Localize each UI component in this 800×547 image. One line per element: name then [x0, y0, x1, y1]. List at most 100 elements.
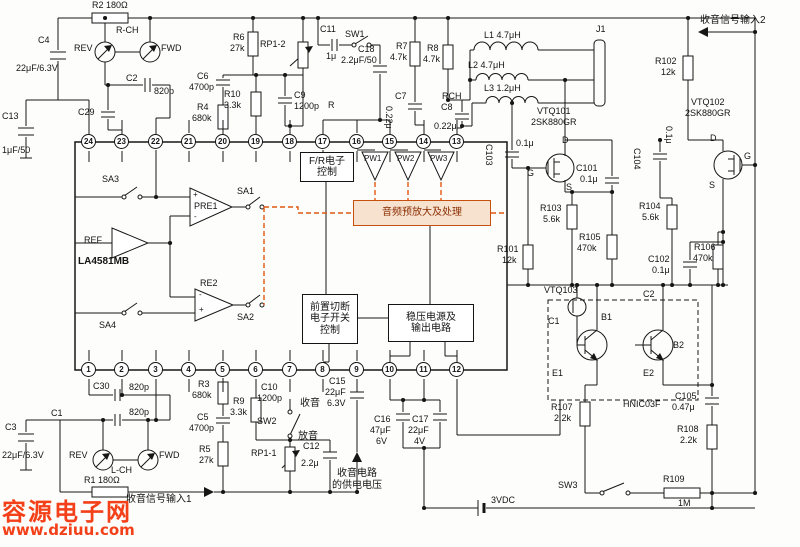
ic-pin-23: 23	[114, 134, 129, 149]
component-label: 的供电电压	[332, 480, 382, 491]
inductor-l2	[475, 73, 529, 81]
component-label: C15	[329, 376, 346, 386]
transistor-vtq103	[567, 297, 587, 317]
component-label: +	[193, 190, 198, 199]
component-label: VTQ102	[691, 97, 725, 107]
component-label: R109	[663, 474, 685, 484]
component-label: 收音信号输入1	[126, 494, 192, 505]
headphone-jack	[593, 39, 606, 107]
function-block: 前置切断 电子开关 控制	[302, 294, 358, 344]
component-label: C103	[484, 144, 494, 166]
motor-rev-top	[94, 41, 116, 63]
component-label: 3VDC	[491, 495, 516, 505]
component-label: 6V	[376, 436, 388, 446]
component-label: R7	[396, 41, 408, 51]
component-label: SW2	[257, 416, 277, 426]
component-label: 4V	[414, 436, 426, 446]
ic-pin-18: 18	[282, 134, 297, 149]
component-label: 2.2μ	[301, 458, 319, 468]
component-label: C7	[395, 91, 407, 101]
component-label: VTQ103	[544, 285, 578, 295]
component-label: 27k	[199, 455, 214, 465]
component-label: 680k	[192, 113, 212, 123]
ic-pin-11: 11	[416, 362, 431, 377]
ic-pin-2: 2	[114, 362, 129, 377]
component-label: R5	[199, 444, 211, 454]
fet-internals	[547, 155, 741, 313]
component-label: R102	[655, 56, 677, 66]
ic-pin-8: 8	[315, 362, 330, 377]
ic-pin-12: 12	[449, 362, 464, 377]
component-label: 820p	[129, 382, 150, 392]
ic-pin-24: 24	[81, 134, 96, 149]
component-label: C29	[78, 107, 95, 117]
component-label: -	[199, 290, 202, 299]
signal-path-highlight	[263, 182, 507, 305]
component-label: R1 180Ω	[84, 475, 120, 485]
component-label: R8	[427, 43, 439, 53]
component-label: R3	[198, 379, 210, 389]
component-label: E1	[552, 368, 564, 378]
component-label: RP1-2	[260, 39, 286, 49]
component-label: 4700p	[189, 423, 215, 433]
component-label: 470k	[693, 253, 713, 263]
motor-rev-bottom	[92, 449, 114, 471]
component-label: 22μF/6.3V	[16, 63, 58, 73]
component-label: 0.1μ	[664, 126, 674, 144]
wire-bottom-left	[18, 378, 561, 508]
component-label: C10	[261, 382, 278, 392]
ic-pin-14: 14	[416, 134, 431, 149]
component-label: 47μF	[370, 425, 391, 435]
watermark-url: www.dziuu.com	[2, 521, 135, 539]
ic-pin-21: 21	[181, 134, 196, 149]
component-label: SA3	[102, 174, 120, 184]
component-label: C12	[303, 441, 320, 451]
component-label: 0.1μ	[580, 174, 598, 184]
component-label: 4.7k	[423, 54, 441, 64]
function-block: 音频预放大及处理	[353, 200, 491, 226]
component-label: 3.3k	[230, 407, 248, 417]
component-label: REV	[69, 450, 88, 460]
component-label: 12k	[661, 67, 676, 77]
component-label: S	[566, 182, 573, 192]
ic-pin-15: 15	[382, 134, 397, 149]
component-label: 收音电路	[337, 468, 377, 479]
component-label: 0.1μ	[652, 265, 670, 275]
ic-pin-6: 6	[248, 362, 263, 377]
component-label: FWD	[159, 450, 180, 460]
component-label: 2SK880GR	[531, 117, 577, 127]
component-label: 5.6k	[543, 214, 561, 224]
component-label: 2.2k	[680, 435, 698, 445]
ic-pin-3: 3	[148, 362, 163, 377]
component-label: 1μF/50	[2, 145, 31, 155]
component-label: 4.7k	[390, 52, 408, 62]
component-label: 820p	[154, 86, 175, 96]
component-label: 1200p	[294, 101, 320, 111]
component-label: 22μF	[325, 387, 346, 397]
component-label: C2	[643, 289, 655, 299]
component-label: L3 1.2μH	[484, 83, 521, 93]
module-outline	[547, 299, 699, 401]
component-label: 1μ	[326, 51, 337, 61]
transistor-q1	[576, 329, 608, 361]
transistor-q2	[642, 329, 674, 361]
component-label: SA1	[237, 186, 255, 196]
motor-fwd-bottom	[137, 449, 159, 471]
component-label: 12k	[502, 255, 517, 265]
component-label: 6.3V	[327, 398, 346, 408]
component-label: FWD	[161, 43, 182, 53]
watermark-brand: 容源电子网	[2, 498, 132, 526]
component-label: C18	[358, 44, 375, 54]
component-label: HNIC03F	[623, 399, 661, 409]
component-label: 0.47μ	[672, 402, 695, 412]
component-label: C16	[374, 414, 391, 424]
component-label: R106	[694, 242, 716, 252]
component-label: S	[709, 180, 716, 190]
component-label: REF	[84, 235, 102, 245]
ic-pin-22: 22	[148, 134, 163, 149]
switch-contacts	[121, 42, 631, 496]
component-label: 470k	[577, 243, 597, 253]
component-label: 收音信号输入2	[700, 15, 766, 26]
component-label: SW1	[345, 29, 365, 39]
component-label: PW2	[397, 154, 415, 163]
